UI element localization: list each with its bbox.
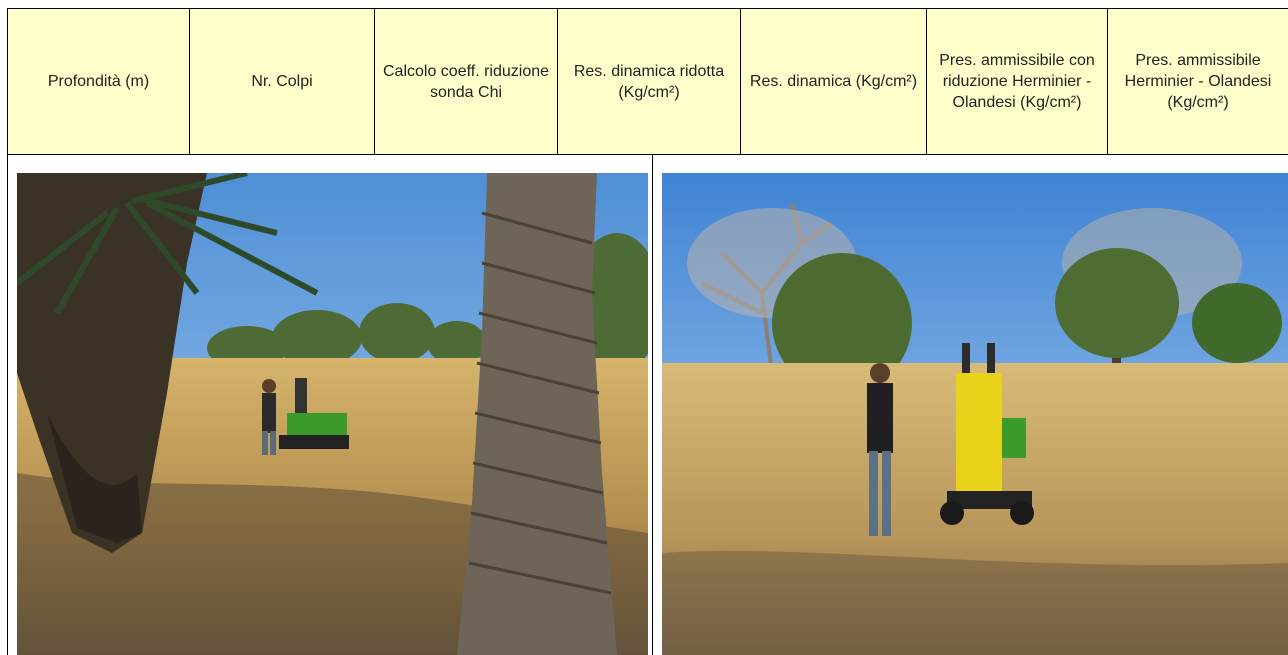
photo-cell-left	[7, 154, 652, 655]
header-depth: Profondità (m)	[7, 8, 190, 155]
field-photo-palms	[17, 173, 648, 655]
header-blow-count: Nr. Colpi	[189, 8, 375, 155]
photo-cell-right	[652, 154, 1288, 655]
header-dynamic-resistance: Res. dinamica (Kg/cm²)	[740, 8, 927, 155]
header-reduction-coefficient: Calcolo coeff. riduzione sonda Chi	[374, 8, 558, 155]
field-photo-olives	[662, 173, 1288, 655]
header-reduced-dynamic-resistance: Res. dinamica ridotta (Kg/cm²)	[557, 8, 741, 155]
header-reduced-allowable-pressure: Pres. ammissibile con riduzione Herminie…	[926, 8, 1108, 155]
document-page: Profondità (m) Nr. Colpi Calcolo coeff. …	[7, 8, 1288, 655]
table-header-row: Profondità (m) Nr. Colpi Calcolo coeff. …	[7, 8, 1288, 155]
photo-row	[7, 154, 1288, 655]
penetrometer-results-table: Profondità (m) Nr. Colpi Calcolo coeff. …	[7, 8, 1288, 155]
header-allowable-pressure: Pres. ammissibile Herminier - Olandesi (…	[1107, 8, 1288, 155]
